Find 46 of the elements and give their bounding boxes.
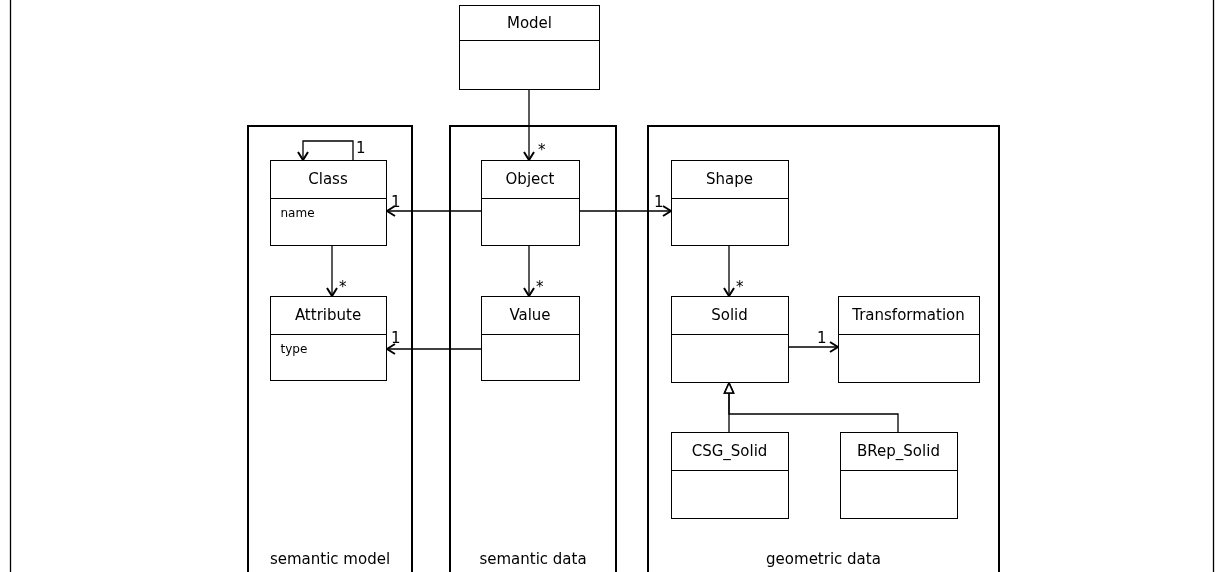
association-arrow: [297, 140, 354, 161]
class-box: [670, 159, 789, 246]
association-arrow: [579, 205, 672, 217]
class-box: [480, 159, 580, 246]
class-box: [670, 295, 789, 383]
attribute-text: name: [280, 205, 315, 220]
association-arrow: [788, 341, 839, 353]
multiplicity-label: 1: [654, 195, 664, 210]
association-arrow: [326, 245, 338, 297]
multiplicity-label: *: [736, 280, 744, 295]
class-box: [480, 295, 580, 381]
class-box: [839, 431, 958, 519]
class-box: [269, 295, 387, 381]
class-box: [269, 159, 387, 246]
class-name: Transformation: [852, 306, 965, 324]
multiplicity-label: 1: [391, 331, 401, 346]
multiplicity-label: 1: [817, 331, 827, 346]
class-box: [670, 431, 789, 519]
package-name: semantic data: [479, 550, 587, 568]
class-name: Shape: [706, 170, 753, 188]
class-name: Class: [308, 170, 348, 188]
association-arrow: [523, 89, 535, 161]
class-name: Attribute: [294, 306, 362, 324]
package-panel: [647, 125, 1000, 572]
multiplicity-label: *: [339, 280, 347, 295]
class-box: [837, 295, 980, 383]
package-panel: [449, 125, 617, 572]
class-name: Object: [505, 170, 555, 188]
class-name: BRep_Solid: [857, 442, 940, 460]
class-name: CSG_Solid: [691, 442, 768, 460]
multiplicity-label: *: [536, 280, 544, 295]
multiplicity-label: *: [538, 143, 546, 158]
generalization-arrow: [723, 382, 899, 433]
association-arrow: [386, 205, 482, 217]
package-name: geometric data: [766, 550, 881, 568]
association-arrow: [386, 343, 482, 355]
package-panel: [247, 125, 413, 572]
attribute-text: type: [280, 341, 308, 356]
class-name: Model: [506, 14, 552, 32]
association-arrow: [723, 245, 735, 297]
class-name: Solid: [711, 306, 748, 324]
multiplicity-label: 1: [356, 141, 366, 156]
class-name: Value: [509, 306, 551, 324]
association-arrow: [523, 245, 535, 297]
class-box: [459, 5, 600, 90]
package-name: semantic model: [269, 550, 391, 568]
